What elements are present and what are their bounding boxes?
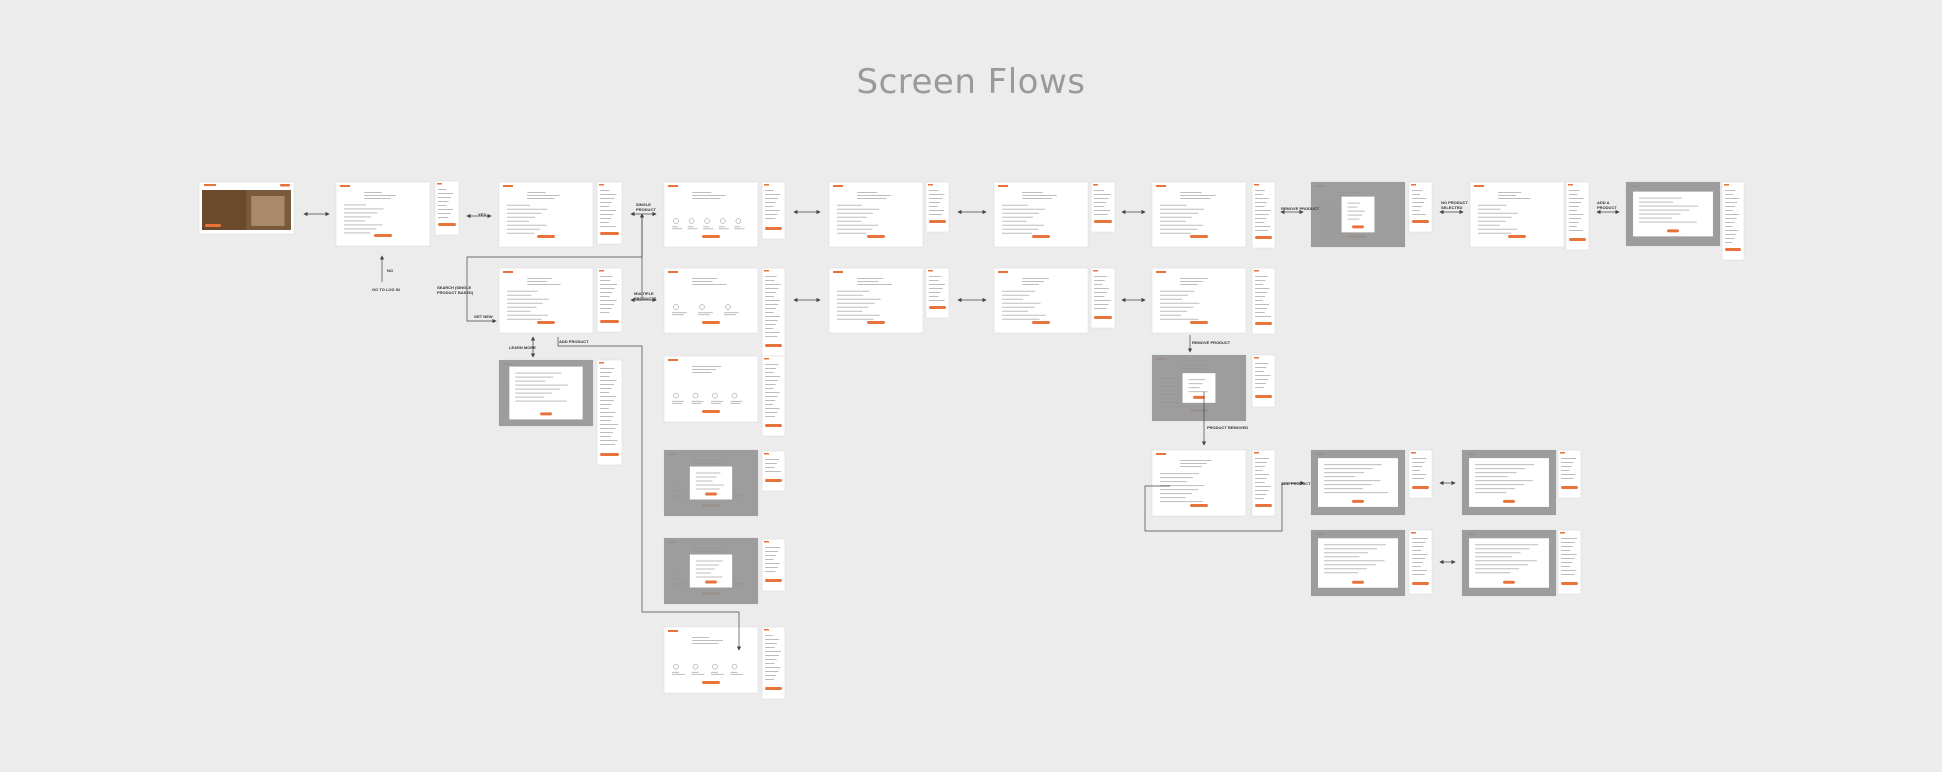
modal-dialog bbox=[1318, 538, 1398, 588]
primary-button bbox=[702, 235, 720, 238]
mobile-button bbox=[1094, 220, 1112, 223]
label-remove-product-2: REMOVE PRODUCT bbox=[1192, 340, 1231, 345]
mobile-button bbox=[1255, 322, 1272, 325]
mobile-screen bbox=[761, 538, 786, 592]
label-add-product-2: ADD PRODUCT bbox=[1281, 481, 1311, 486]
mobile-button bbox=[600, 232, 619, 235]
logo bbox=[1156, 453, 1166, 455]
mobile-button bbox=[600, 453, 619, 456]
logo bbox=[1156, 271, 1166, 273]
primary-button bbox=[537, 321, 555, 324]
label-go-to-log-in: GO TO LOG IN bbox=[372, 287, 400, 292]
mobile-button bbox=[765, 344, 782, 347]
logo bbox=[204, 184, 216, 186]
logo bbox=[503, 185, 513, 187]
logo bbox=[668, 630, 678, 632]
mobile-button bbox=[600, 320, 619, 323]
primary-button bbox=[1508, 235, 1526, 238]
primary-button bbox=[1032, 321, 1050, 324]
mobile-button bbox=[1412, 486, 1429, 489]
label-yes: YES bbox=[478, 212, 487, 217]
modal-button bbox=[1352, 580, 1364, 584]
modal-button bbox=[705, 492, 717, 496]
primary-button bbox=[867, 235, 885, 238]
label-single-product: SINGLE PRODUCT bbox=[636, 202, 656, 212]
mobile-button bbox=[929, 306, 946, 309]
modal-button bbox=[1352, 499, 1364, 503]
label-learn-more: LEARN MORE bbox=[509, 345, 536, 350]
logo bbox=[833, 271, 843, 273]
label-no-product-selected: NO PRODUCT SELECTED bbox=[1441, 200, 1468, 210]
label-search-single: SEARCH (SINGLE PRODUCT BASED) bbox=[437, 285, 474, 295]
modal-button bbox=[1503, 580, 1515, 584]
label-get-new: GET NEW bbox=[474, 314, 493, 319]
logo bbox=[340, 185, 350, 187]
modal-dialog bbox=[1469, 458, 1549, 507]
logo bbox=[668, 185, 678, 187]
modal-dialog bbox=[1318, 458, 1398, 507]
mobile-button bbox=[765, 227, 782, 230]
label-add-product: ADD PRODUCT bbox=[559, 339, 589, 344]
flow-connector bbox=[557, 337, 742, 651]
mobile-button bbox=[765, 479, 782, 482]
mobile-button bbox=[1094, 316, 1112, 319]
flow-connector bbox=[631, 213, 645, 301]
primary-button bbox=[1032, 235, 1050, 238]
logo bbox=[668, 359, 678, 361]
mobile-button bbox=[438, 223, 456, 226]
mobile-screen bbox=[1721, 181, 1745, 261]
primary-button bbox=[867, 321, 885, 324]
logo bbox=[833, 185, 843, 187]
logo bbox=[998, 185, 1008, 187]
logo bbox=[1474, 185, 1484, 187]
modal-button bbox=[1503, 499, 1515, 503]
primary-button bbox=[374, 234, 392, 237]
mobile-button bbox=[765, 579, 782, 582]
primary-button bbox=[702, 321, 720, 324]
primary-button bbox=[702, 410, 720, 413]
label-remove-product-1: REMOVE PRODUCT bbox=[1281, 206, 1320, 211]
mobile-button bbox=[1255, 504, 1272, 507]
logo bbox=[998, 271, 1008, 273]
label-no: NO bbox=[387, 268, 393, 273]
flow-connector bbox=[1144, 480, 1305, 532]
logo bbox=[668, 271, 678, 273]
logo bbox=[1156, 185, 1166, 187]
primary-button bbox=[702, 681, 720, 684]
primary-button bbox=[1190, 504, 1208, 507]
mobile-screen bbox=[1251, 354, 1276, 408]
mobile-button bbox=[1255, 395, 1272, 398]
page-title: Screen Flows bbox=[856, 62, 1086, 102]
mobile-button bbox=[1561, 582, 1578, 585]
mobile-button bbox=[1412, 220, 1429, 223]
modal-button bbox=[1667, 229, 1679, 233]
modal-button bbox=[1193, 395, 1205, 399]
mobile-button bbox=[1412, 582, 1429, 585]
label-multiple-products: MULTIPLE PRODUCTS bbox=[634, 291, 657, 301]
primary-button bbox=[1190, 235, 1208, 238]
modal-dialog bbox=[1469, 538, 1549, 588]
mobile-button bbox=[1725, 248, 1741, 251]
modal-button bbox=[540, 412, 552, 416]
mobile-button bbox=[1561, 486, 1578, 489]
mobile-button bbox=[765, 687, 782, 690]
modal-button bbox=[1352, 225, 1364, 229]
mobile-button bbox=[1569, 238, 1586, 241]
modal-button bbox=[705, 580, 717, 584]
mobile-button bbox=[929, 220, 946, 223]
logo bbox=[503, 271, 513, 273]
label-add-a-product: ADD A PRODUCT bbox=[1597, 200, 1617, 210]
mobile-button bbox=[1255, 236, 1272, 239]
label-product-removed: PRODUCT REMOVED bbox=[1207, 425, 1249, 430]
primary-button bbox=[1190, 321, 1208, 324]
cta-button bbox=[205, 224, 221, 227]
mobile-button bbox=[765, 424, 782, 427]
primary-button bbox=[537, 235, 555, 238]
